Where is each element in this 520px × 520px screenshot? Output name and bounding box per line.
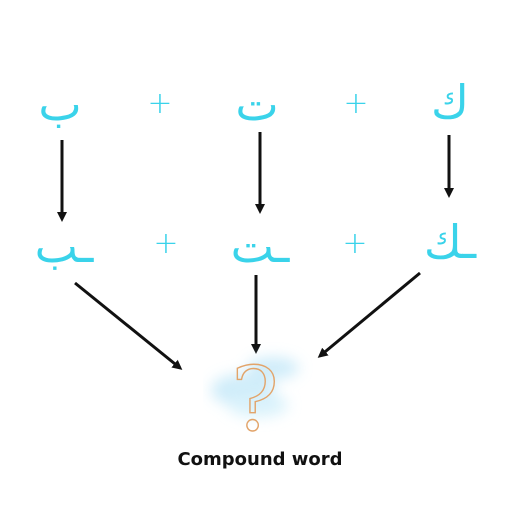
letter-ba-isolated: ب (38, 77, 82, 131)
arrow-ba-to-result (74, 281, 183, 370)
letter-ba-connected: ـب (34, 219, 94, 273)
result-symbol: ? (231, 348, 278, 440)
plus-sign: + (147, 86, 173, 121)
plus-sign: + (153, 226, 179, 261)
plus-sign: + (342, 226, 368, 261)
letter-ta-connected: ـت (230, 219, 290, 273)
arrow-kaf-to-result (317, 271, 421, 358)
glow-cloud (211, 357, 299, 417)
letter-kaf-connected: ـك (423, 215, 477, 269)
plus-sign: + (343, 86, 369, 121)
result-caption: Compound word (177, 449, 343, 470)
letter-kaf-isolated: ك (431, 75, 469, 129)
question-mark-icon: ? (211, 347, 299, 440)
letter-ta-isolated: ت (235, 77, 279, 131)
